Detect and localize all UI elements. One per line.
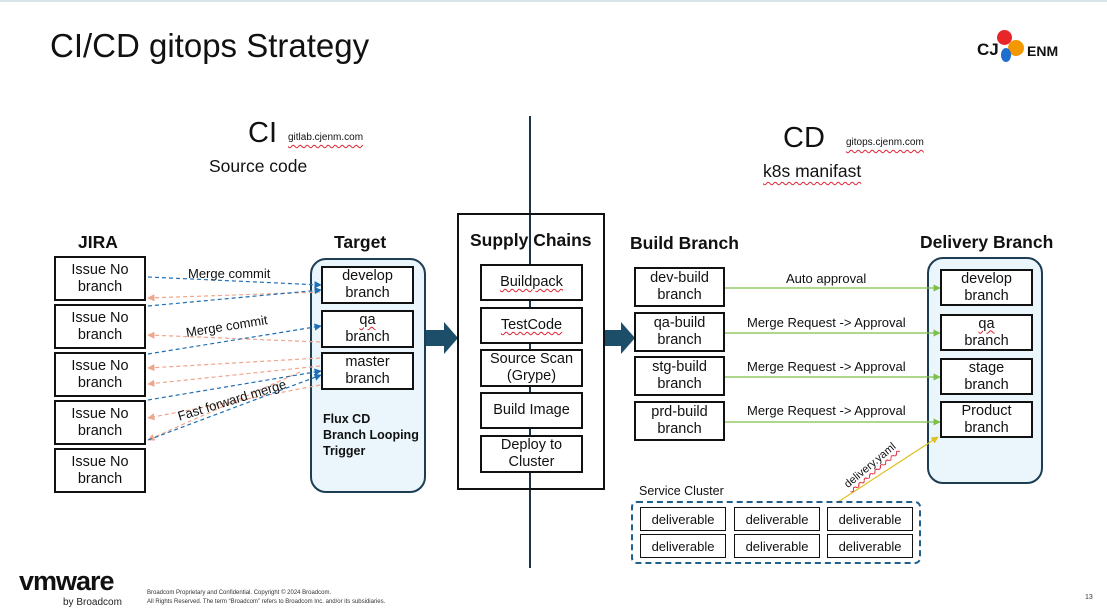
delivery-develop-branch[interactable]: develop branch: [940, 269, 1033, 306]
target-qa-branch-word: branch: [345, 329, 390, 345]
build-heading: Build Branch: [630, 233, 739, 253]
top-rule: [0, 0, 1107, 2]
delivery-yaml-arrow: [837, 436, 939, 503]
delivery-qa-branch-word: branch: [964, 332, 1009, 349]
supply-heading: Supply Chains: [470, 230, 592, 250]
jira-issue-branch[interactable]: Issue No branch: [54, 352, 146, 397]
flux-trigger-label: Flux CD Branch Looping Trigger: [323, 412, 419, 458]
approval-label-stg: Merge Request -> Approval: [747, 359, 906, 374]
supply-step-deploy[interactable]: Deploy to Cluster: [480, 435, 583, 473]
jira-issue-branch[interactable]: Issue No branch: [54, 256, 146, 301]
target-qa-label: qa: [359, 312, 376, 328]
service-cluster-label: Service Cluster: [639, 484, 724, 498]
supply-chains-frame: [457, 213, 605, 490]
target-heading: Target: [334, 232, 387, 252]
build-branch-dev[interactable]: dev-build branch: [634, 267, 725, 307]
merge-dashed-lines: [147, 276, 322, 441]
delivery-product-branch[interactable]: Product branch: [940, 401, 1033, 438]
ci-label: CI: [248, 117, 277, 149]
build-branch-prd[interactable]: prd-build branch: [634, 401, 725, 441]
build-branch-qa[interactable]: qa-build branch: [634, 312, 725, 352]
deliverable-box: deliverable: [734, 534, 820, 558]
supply-step[interactable]: Buildpack: [480, 264, 583, 301]
build-branch-stg[interactable]: stg-build branch: [634, 356, 725, 396]
ci-host: gitlab.cjenm.com: [288, 132, 364, 143]
approval-label-qa: Merge Request -> Approval: [747, 315, 906, 330]
logo-blue-dot: [1001, 48, 1011, 62]
supply-step-buildpack: Buildpack: [500, 274, 563, 290]
service-cluster-frame: [631, 501, 921, 564]
jira-issue-branch[interactable]: Issue No branch: [54, 448, 146, 493]
page-number: 13: [1085, 594, 1093, 601]
deliverable-box: deliverable: [827, 534, 913, 558]
footer-rights: All Rights Reserved. The term “Broadcom”…: [147, 599, 386, 605]
cd-label: CD: [783, 122, 825, 154]
supply-step[interactable]: TestCode: [480, 307, 583, 344]
supply-step-source-scan[interactable]: Source Scan (Grype): [480, 349, 583, 387]
deliverable-box: deliverable: [827, 507, 913, 531]
delivery-stage-branch[interactable]: stage branch: [940, 358, 1033, 395]
approval-label-prd: Merge Request -> Approval: [747, 403, 906, 418]
ci-subtitle: Source code: [209, 156, 308, 176]
feedback-dashed-lines: [147, 291, 321, 441]
deliverable-box: deliverable: [640, 534, 726, 558]
delivery-qa-label: qa: [978, 315, 995, 332]
page-title-text: CI/CD gitops Strategy: [50, 27, 370, 64]
target-to-supply-arrow: [426, 322, 458, 354]
deliverable-box: deliverable: [640, 507, 726, 531]
cd-host: gitops.cjenm.com: [846, 137, 924, 148]
target-master-branch[interactable]: master branch: [321, 352, 414, 390]
delivery-qa-branch[interactable]: qa branch: [940, 314, 1033, 351]
delivery-heading: Delivery Branch: [920, 232, 1054, 252]
jira-issue-branch[interactable]: Issue No branch: [54, 400, 146, 445]
footer-copyright: Broadcom Proprietary and Confidential. C…: [147, 590, 332, 596]
deliverable-box: deliverable: [734, 507, 820, 531]
cd-subtitle: k8s manifast: [763, 161, 861, 182]
vmware-logo: vmware: [19, 566, 115, 596]
supply-to-build-arrow: [605, 322, 635, 354]
cj-enm-logo: CJ ENM: [975, 28, 1065, 68]
page-title: CI/CD gitops Strategy: [50, 27, 369, 65]
logo-red-dot: [997, 30, 1012, 45]
jira-issue-branch[interactable]: Issue No branch: [54, 304, 146, 349]
approval-label-dev: Auto approval: [786, 271, 867, 286]
supply-step-build-image[interactable]: Build Image: [480, 392, 583, 429]
logo-cj-text: CJ: [977, 40, 999, 59]
broadcom-byline: by Broadcom: [63, 597, 122, 608]
target-qa-branch[interactable]: qa branch: [321, 310, 414, 348]
target-develop-branch[interactable]: develop branch: [321, 266, 414, 304]
cd-subtitle-text: k8s manifast: [763, 161, 862, 181]
approval-lines: [725, 284, 941, 426]
logo-enm-text: ENM: [1027, 43, 1059, 59]
merge-label-1: Merge commit: [188, 266, 271, 281]
jira-heading: JIRA: [78, 232, 118, 252]
supply-step-testcode: TestCode: [500, 317, 563, 333]
logo-orange-dot: [1008, 40, 1024, 56]
